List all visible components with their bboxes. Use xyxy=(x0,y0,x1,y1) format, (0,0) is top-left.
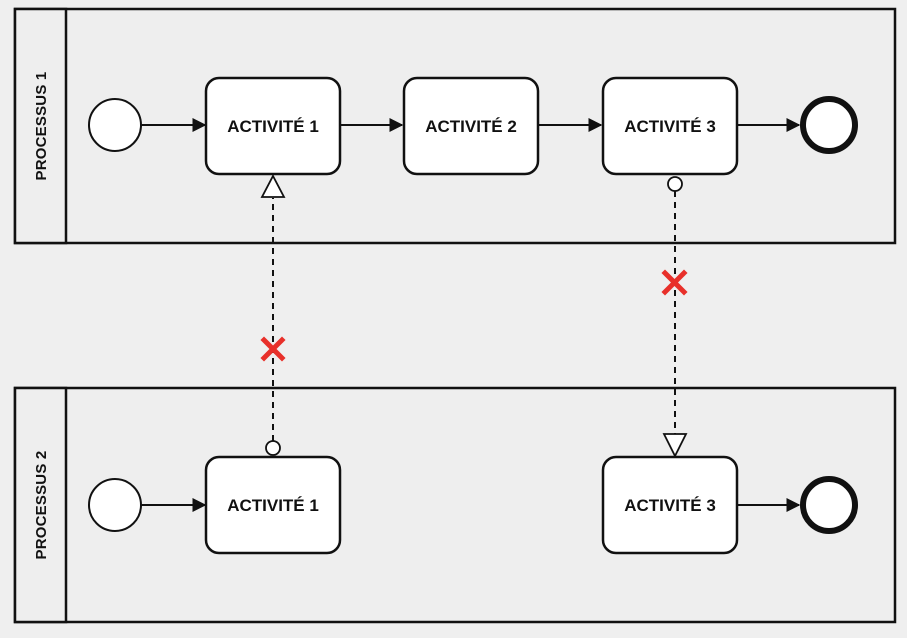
message-flow-2-arrowhead xyxy=(662,433,688,459)
pool-2-start-event[interactable] xyxy=(88,478,142,532)
message-flow-1-arrowhead xyxy=(260,174,286,198)
pool-2-task-1-box[interactable] xyxy=(204,455,342,555)
message-flow-p1-task3-to-p2-task3[interactable] xyxy=(661,176,688,459)
pool-1-task-3-label: ACTIVITÉ 3 xyxy=(624,117,716,136)
pool-1-end-event[interactable] xyxy=(800,96,858,154)
pool-2-task-1-label: ACTIVITÉ 1 xyxy=(227,496,319,515)
pool-2-label: PROCESSUS 2 xyxy=(33,451,50,560)
pool-processus-1: PROCESSUS 1 ACTIVITÉ 1 ACTIVITÉ 2 ACTIVI… xyxy=(13,7,897,245)
pool-processus-2: PROCESSUS 2 ACTIVITÉ 1 ACTIVITÉ 3 xyxy=(13,386,897,624)
message-flow-2-origin xyxy=(667,176,683,192)
pool-2-task-activite-3[interactable]: ACTIVITÉ 3 xyxy=(601,455,739,555)
pool-1-task-1-label: ACTIVITÉ 1 xyxy=(227,117,319,136)
pool-2-task-activite-1[interactable]: ACTIVITÉ 1 xyxy=(204,455,342,555)
pool-2-end-event[interactable] xyxy=(800,476,858,534)
pool-1-start-event[interactable] xyxy=(88,98,142,152)
message-flow-p2-task1-to-p1-task1[interactable] xyxy=(260,174,286,456)
pool-2-task-3-label: ACTIVITÉ 3 xyxy=(624,496,716,515)
pool-1-label: PROCESSUS 1 xyxy=(33,72,50,181)
invalid-cross-icon xyxy=(260,336,286,362)
pool-1-task-2-label: ACTIVITÉ 2 xyxy=(425,117,517,136)
message-flow-1-origin xyxy=(265,440,281,456)
invalid-cross-icon xyxy=(661,269,688,296)
pool-1-task-activite-3[interactable]: ACTIVITÉ 3 xyxy=(601,76,739,176)
pool-2-label-box xyxy=(13,386,68,624)
pool-1-task-activite-1[interactable]: ACTIVITÉ 1 xyxy=(204,76,342,176)
pool-1-label-box xyxy=(13,7,68,245)
pool-1-task-activite-2[interactable]: ACTIVITÉ 2 xyxy=(402,76,540,176)
